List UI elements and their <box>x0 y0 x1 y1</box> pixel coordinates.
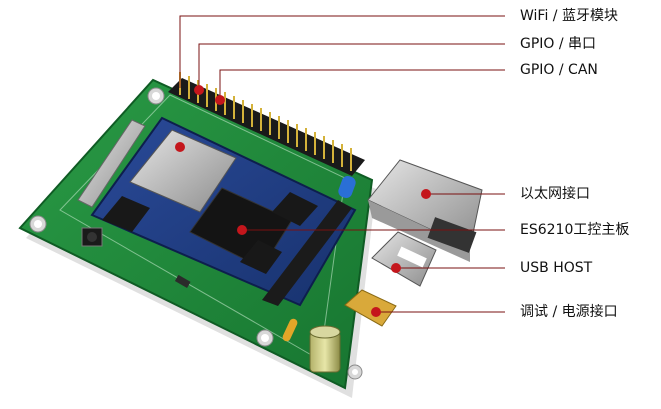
usb-host-port <box>371 231 437 287</box>
callout-dots <box>175 85 431 317</box>
module-socket <box>262 200 352 306</box>
callout-usb-host: USB HOST <box>520 260 593 276</box>
power-port <box>344 289 397 327</box>
ethernet-jack <box>367 159 483 262</box>
callout-lines <box>179 15 505 313</box>
blue-capacitor <box>338 175 356 199</box>
callout-mainboard: ES6210工控主板 <box>520 222 630 238</box>
card-slot <box>77 119 146 208</box>
callout-wifi-bluetooth: WiFi / 蓝牙模块 <box>520 8 618 24</box>
callout-gpio-serial: GPIO / 串口 <box>520 36 597 52</box>
callout-debug-power: 调试 / 电源接口 <box>520 304 618 320</box>
callout-ethernet: 以太网接口 <box>520 186 590 202</box>
small-chip <box>240 240 282 274</box>
wifi-module-shield <box>129 129 237 213</box>
electrolytic-capacitor <box>309 325 341 373</box>
callout-gpio-can: GPIO / CAN <box>520 62 598 78</box>
mounting-holes <box>29 87 363 380</box>
tantalum-cap <box>282 318 298 342</box>
small-chip <box>272 192 318 226</box>
small-chip <box>102 196 150 232</box>
resistor <box>174 274 191 288</box>
